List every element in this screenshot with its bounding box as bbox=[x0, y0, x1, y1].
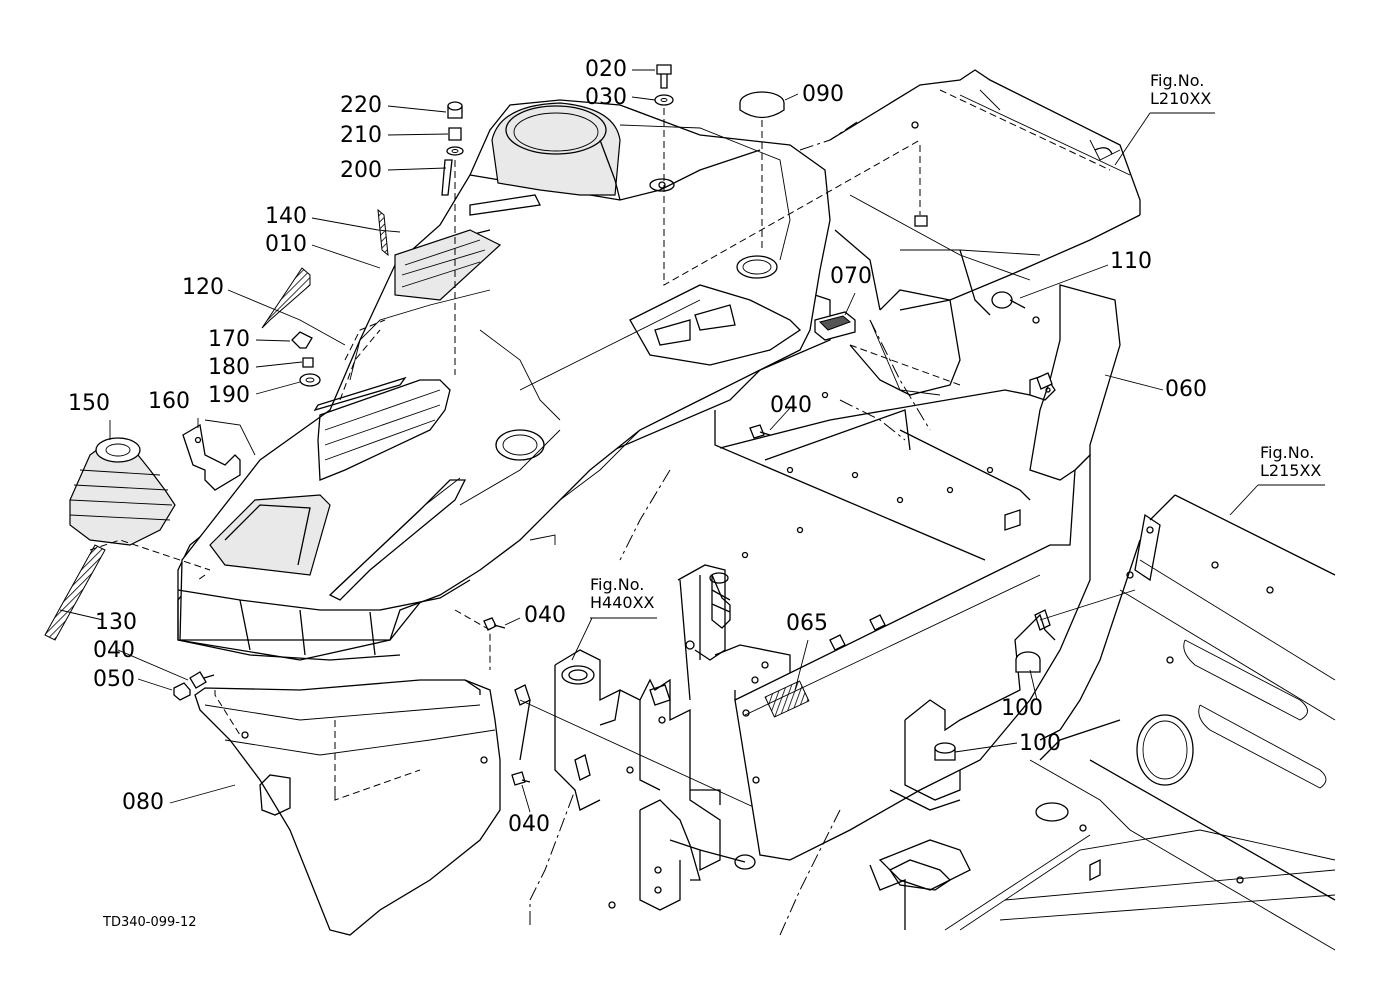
assembly-lines bbox=[89, 108, 961, 801]
part-label-100-upper: 100 bbox=[1001, 696, 1043, 721]
figure-ref-l215xx: Fig.No. L215XX bbox=[1260, 443, 1322, 481]
part-label-020: 020 bbox=[585, 57, 627, 82]
part-label-100-lower: 100 bbox=[1019, 731, 1061, 756]
part-label-210: 210 bbox=[340, 123, 382, 148]
figure-ref-l210xx: Fig.No. L210XX bbox=[1150, 71, 1212, 109]
rear-cover-panel bbox=[829, 69, 1141, 396]
leader-lines bbox=[59, 69, 1325, 813]
figure-ref-h440xx: Fig.No. H440XX bbox=[590, 575, 655, 613]
part-label-040-bottom: 040 bbox=[508, 812, 550, 837]
part-label-150: 150 bbox=[68, 391, 110, 416]
part-label-050: 050 bbox=[93, 667, 135, 692]
fastener-parts bbox=[44, 64, 1053, 786]
figure-ref-caption: Fig.No. bbox=[590, 575, 645, 594]
figure-ref-number: L215XX bbox=[1260, 461, 1322, 481]
part-label-110: 110 bbox=[1110, 249, 1152, 274]
part-label-200: 200 bbox=[340, 158, 382, 183]
side-plate bbox=[714, 389, 1031, 651]
part-label-120: 120 bbox=[182, 275, 224, 300]
figure-ref-number: L210XX bbox=[1150, 89, 1212, 109]
part-label-040-left: 040 bbox=[93, 638, 135, 663]
part-label-170: 170 bbox=[208, 327, 250, 352]
figure-ref-caption: Fig.No. bbox=[1260, 443, 1315, 462]
rear-floor-panel bbox=[869, 494, 1336, 951]
part-label-080: 080 bbox=[122, 790, 164, 815]
part-label-090: 090 bbox=[802, 82, 844, 107]
part-label-030: 030 bbox=[585, 85, 627, 110]
figure-ref-number: H440XX bbox=[590, 593, 655, 613]
part-label-070: 070 bbox=[830, 264, 872, 289]
lower-front-cover-080 bbox=[194, 679, 501, 936]
part-label-220: 220 bbox=[340, 93, 382, 118]
reference-lines bbox=[529, 119, 931, 936]
part-label-040-mid: 040 bbox=[524, 603, 566, 628]
part-label-065: 065 bbox=[786, 611, 828, 636]
part-label-180: 180 bbox=[208, 355, 250, 380]
part-label-140: 140 bbox=[265, 204, 307, 229]
figure-ref-caption: Fig.No. bbox=[1150, 71, 1205, 90]
part-label-060: 060 bbox=[1165, 377, 1207, 402]
part-label-190: 190 bbox=[208, 383, 250, 408]
part-label-160: 160 bbox=[148, 389, 190, 414]
part-label-040-center: 040 bbox=[770, 393, 812, 418]
drawing-code: TD340-099-12 bbox=[103, 915, 197, 930]
main-console-body-010 bbox=[177, 99, 831, 661]
part-label-130: 130 bbox=[95, 610, 137, 635]
part-label-010: 010 bbox=[265, 232, 307, 257]
side-cover-panel-065 bbox=[734, 453, 1091, 861]
frame-stand bbox=[514, 564, 791, 911]
